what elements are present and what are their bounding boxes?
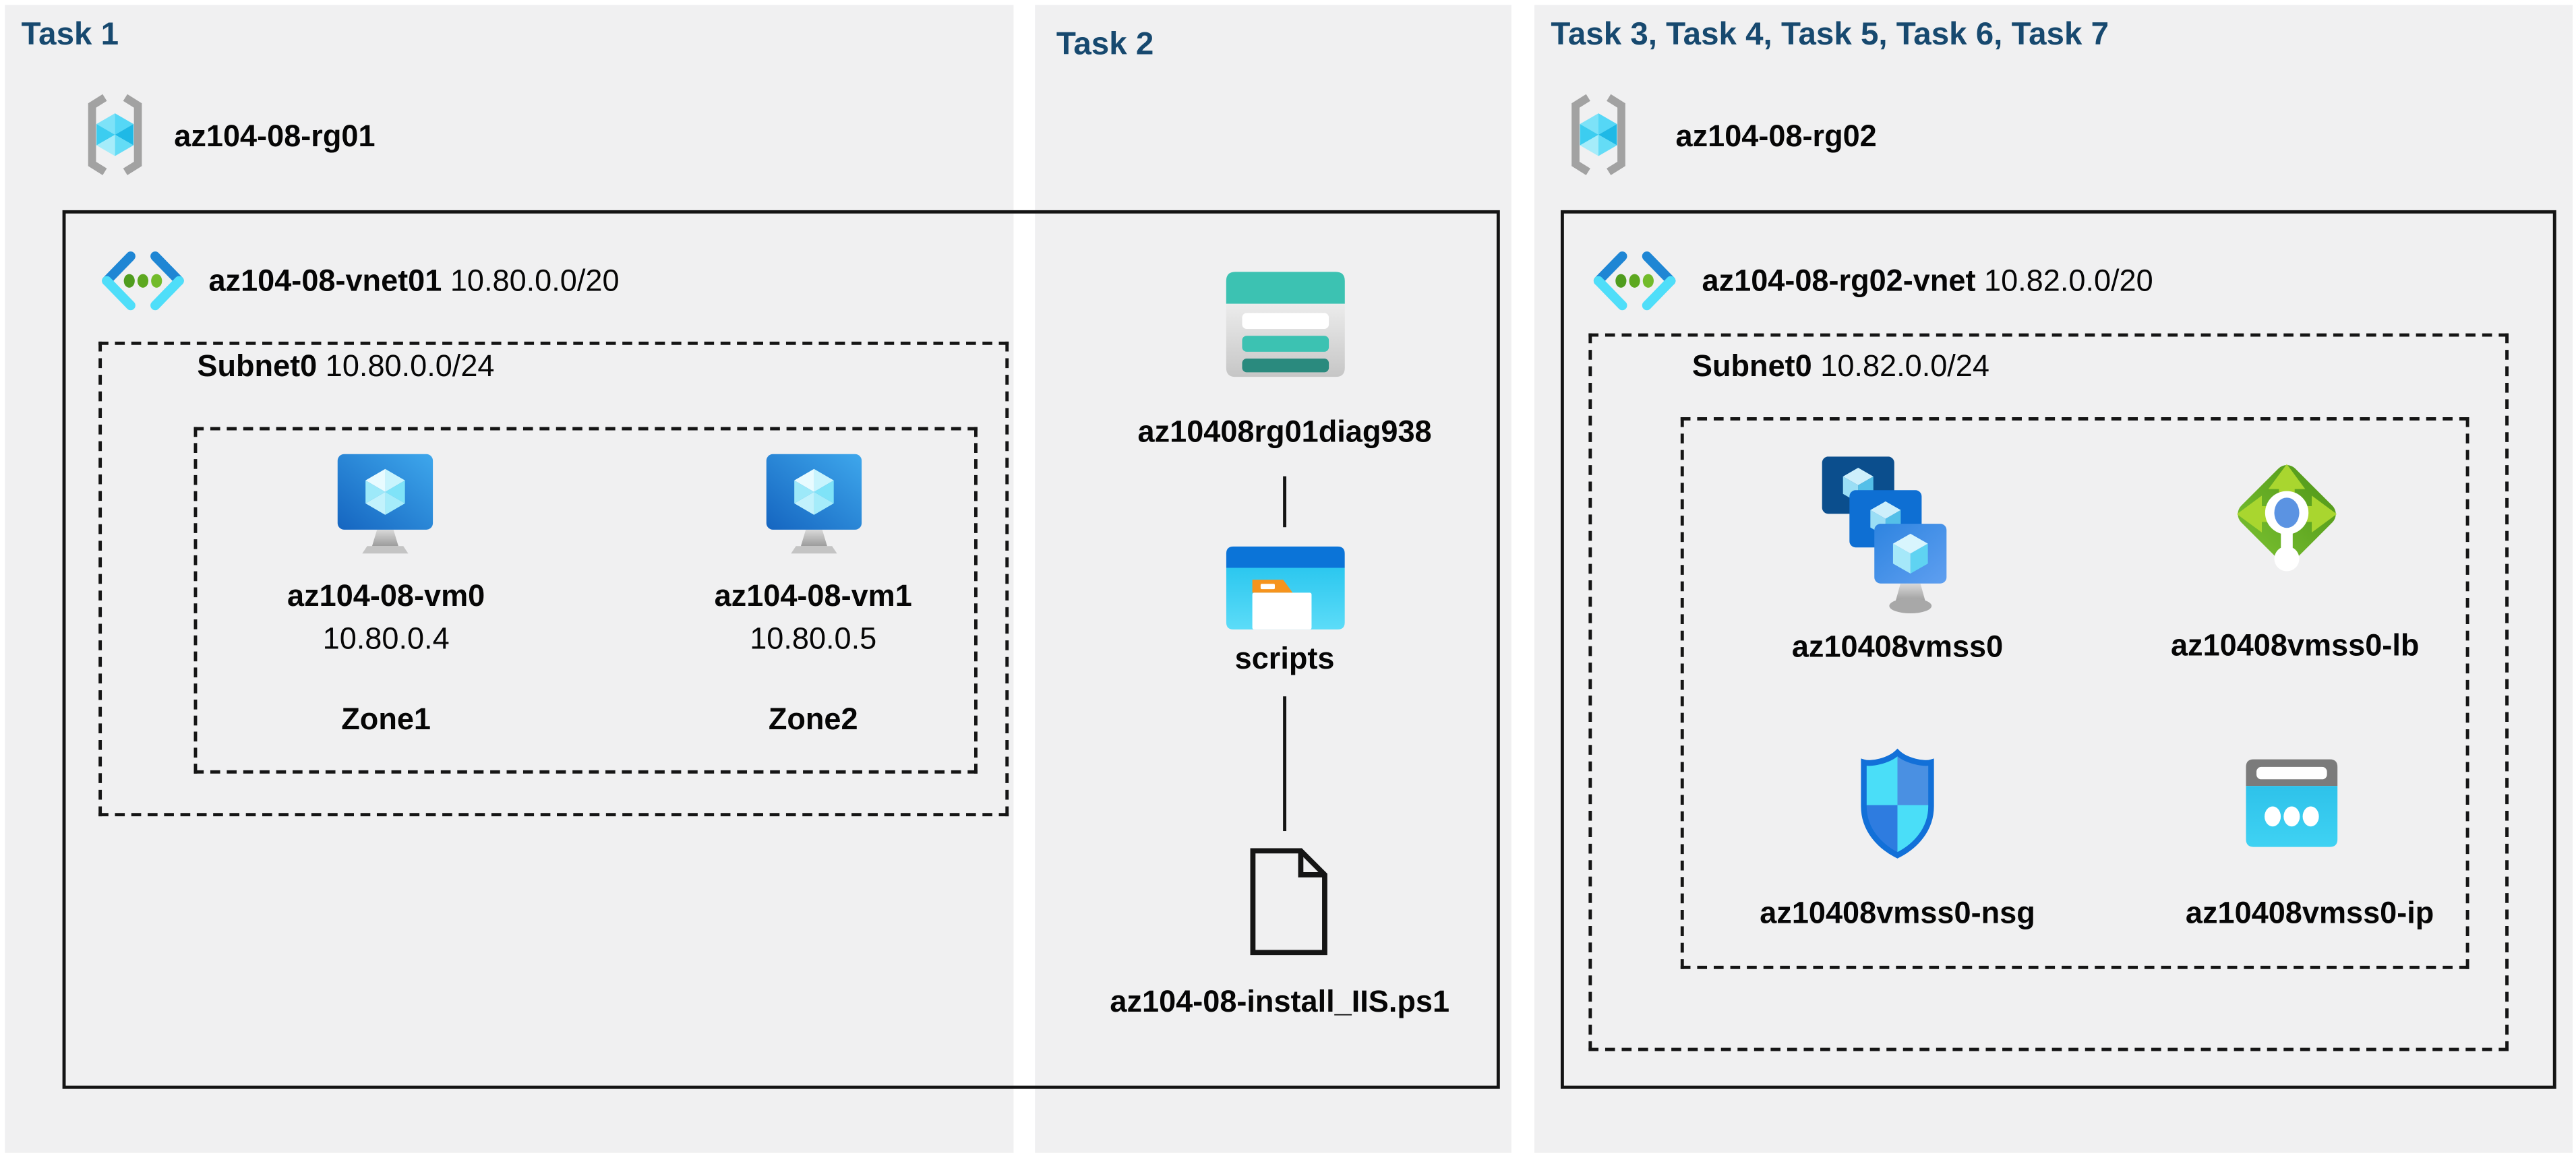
connector-container-to-file <box>1283 696 1287 832</box>
vm0-zone: Zone1 <box>341 701 431 736</box>
virtual-machine-icon <box>337 454 434 557</box>
panel-task3 <box>1534 5 2573 1153</box>
container-name: scripts <box>1234 640 1335 675</box>
vnet02-label: az104-08-rg02-vnet 10.82.0.0/20 <box>1702 263 2153 299</box>
nsg-name: az10408vmss0-nsg <box>1760 895 2035 930</box>
rg01-boundary-box <box>62 210 1500 1089</box>
panel-task1 <box>5 5 1014 1153</box>
subnet0-rg01-name: Subnet0 <box>197 348 318 383</box>
blob-container-icon <box>1224 544 1347 633</box>
storage-account-name: az10408rg01diag938 <box>1137 414 1432 449</box>
storage-account-icon <box>1224 270 1347 379</box>
virtual-network-icon <box>98 247 187 315</box>
vm-zone-box <box>193 427 978 774</box>
subnet0-rg02-label: Subnet0 10.82.0.0/24 <box>1692 348 1989 385</box>
vm1-zone: Zone2 <box>768 701 858 736</box>
script-file-name: az104-08-install_IIS.ps1 <box>1110 983 1450 1018</box>
public-ip-name: az10408vmss0-ip <box>2185 895 2434 930</box>
subnet0-rg02-box <box>1588 333 2509 1051</box>
vnet01-name: az104-08-vnet01 <box>208 262 442 298</box>
subnet0-rg01-cidr: 10.80.0.0/24 <box>325 348 495 383</box>
network-security-group-icon <box>1857 744 1939 864</box>
vnet02-name: az104-08-rg02-vnet <box>1702 262 1976 298</box>
vm-scale-set-icon <box>1822 456 1947 621</box>
task1-title: Task 1 <box>21 16 119 53</box>
task3-title: Task 3, Task 4, Task 5, Task 6, Task 7 <box>1551 16 2109 53</box>
public-ip-icon <box>2244 757 2339 849</box>
rg01-name: az104-08-rg01 <box>174 118 376 153</box>
vm1-name: az104-08-vm1 <box>714 578 912 613</box>
resource-group-icon <box>1564 94 1633 176</box>
vnet01-cidr: 10.80.0.0/20 <box>450 262 620 298</box>
vnet01-label: az104-08-vnet01 10.80.0.0/20 <box>208 263 619 299</box>
rg02-name: az104-08-rg02 <box>1675 118 1877 153</box>
vm0-ip: 10.80.0.4 <box>322 621 450 656</box>
vm1-ip: 10.80.0.5 <box>750 621 877 656</box>
subnet0-rg02-cidr: 10.82.0.0/24 <box>1820 348 1989 383</box>
rg02-boundary-box <box>1560 210 2556 1089</box>
load-balancer-icon <box>2221 448 2353 580</box>
virtual-machine-icon <box>766 454 863 557</box>
subnet0-rg01-box <box>98 341 1009 817</box>
connector-storage-to-container <box>1283 476 1287 528</box>
load-balancer-name: az10408vmss0-lb <box>2170 627 2420 663</box>
powershell-file-icon <box>1247 847 1331 956</box>
vnet02-cidr: 10.82.0.0/20 <box>1984 262 2153 298</box>
virtual-network-icon <box>1590 247 1679 315</box>
resource-group-icon <box>80 94 149 176</box>
subnet0-rg01-label: Subnet0 10.80.0.0/24 <box>197 348 494 385</box>
vm0-name: az104-08-vm0 <box>287 578 485 613</box>
vmss-name: az10408vmss0 <box>1791 629 2004 664</box>
subnet0-rg02-name: Subnet0 <box>1691 348 1812 383</box>
vmss-resources-box <box>1680 417 2469 969</box>
task2-title: Task 2 <box>1056 26 1154 63</box>
